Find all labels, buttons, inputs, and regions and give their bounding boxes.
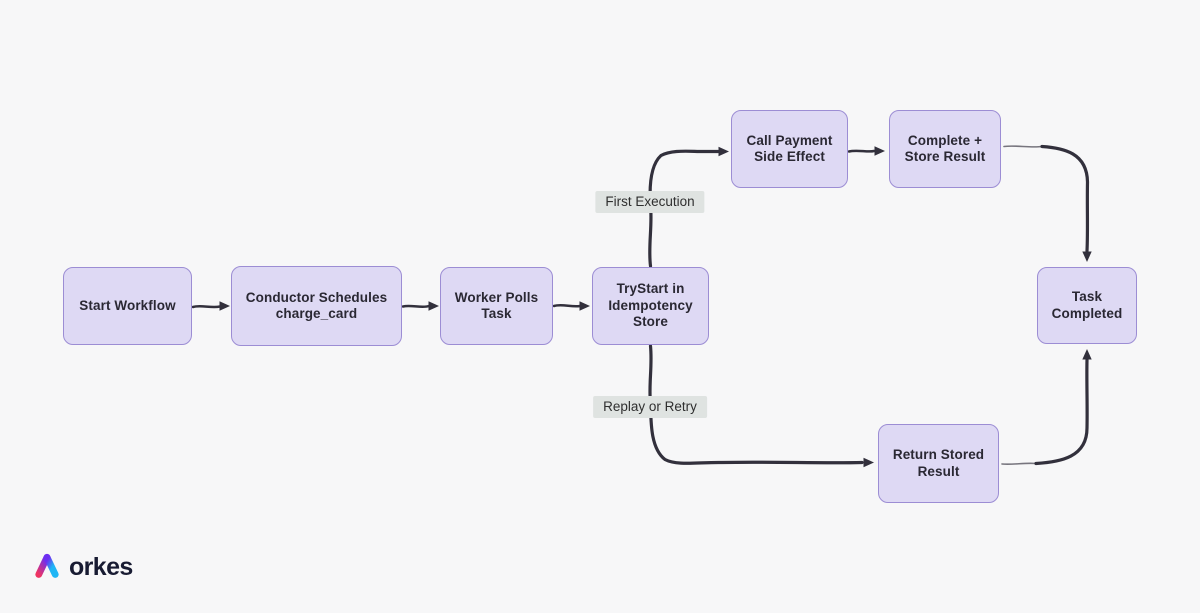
orkes-logo-text: orkes [69,552,133,581]
node-conductor-schedules: Conductor Schedules charge_card [231,266,402,346]
orkes-logo: orkes [32,551,133,583]
arrowhead-icon [863,457,874,468]
node-trystart-idempotency: TryStart in Idempotency Store [592,267,709,345]
arrowhead-icon [219,301,230,311]
arrow-trystart-to-callpayment [648,149,720,268]
arrow-callpayment-to-complete [847,149,876,153]
arrow-complete-lead [1003,145,1043,148]
node-return-stored-result: Return Stored Result [878,424,999,503]
arrow-returnstored-to-taskcompleted [1034,358,1089,466]
arrowhead-icon [718,146,729,157]
node-task-completed: Task Completed [1037,267,1137,344]
arrow-trystart-to-returnstored [648,344,864,465]
arrowhead-icon [1082,349,1092,360]
node-start-workflow: Start Workflow [63,267,192,345]
orkes-triangle-logo-icon [35,553,59,578]
node-worker-polls-task: Worker Polls Task [440,267,553,345]
arrow-conductor-to-worker [401,304,431,309]
node-call-payment-side-effect: Call Payment Side Effect [731,110,848,188]
edge-label-replay-or-retry: Replay or Retry [593,396,707,418]
arrow-start-to-conductor [191,304,222,309]
edge-label-first-execution: First Execution [595,191,705,213]
arrow-worker-to-trystart [552,303,582,308]
arrowhead-icon [874,146,885,156]
arrow-returnstored-lead [1001,462,1037,466]
arrow-complete-to-taskcompleted [1040,144,1090,253]
node-complete-store-result: Complete + Store Result [889,110,1001,188]
arrowhead-icon [579,301,590,311]
arrowhead-icon [428,301,439,311]
arrowhead-icon [1082,251,1092,262]
